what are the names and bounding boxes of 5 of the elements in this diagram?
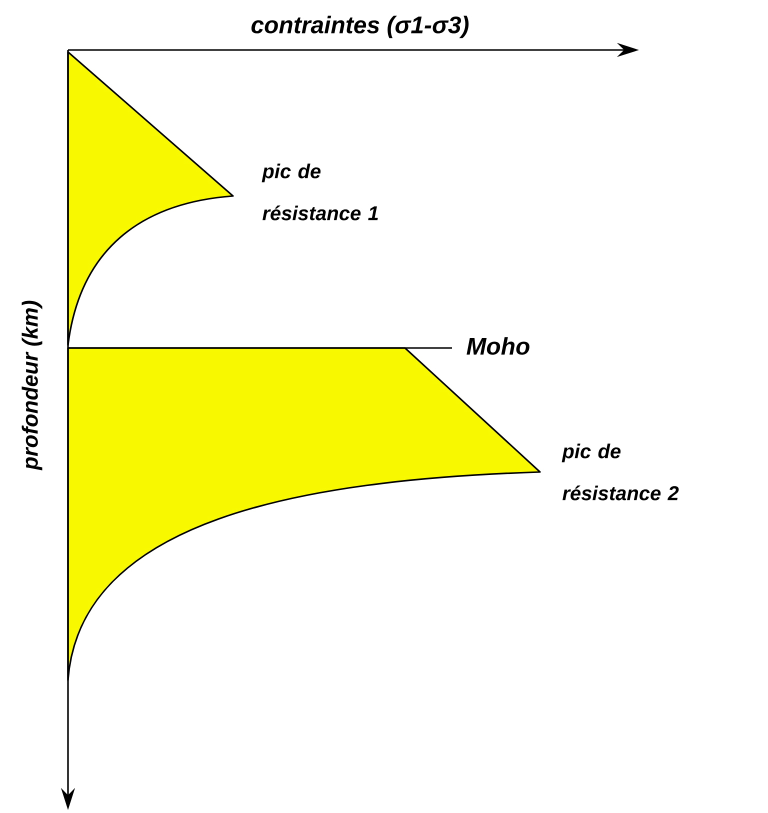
peak-label: pic de résistance 2	[562, 444, 679, 500]
axis-title: contraintes (σ1-σ3)	[251, 16, 469, 38]
moho-label: Moho	[466, 337, 530, 355]
axis-title: profondeur (km)	[22, 300, 42, 470]
peak-label: pic de résistance 1	[262, 164, 378, 220]
